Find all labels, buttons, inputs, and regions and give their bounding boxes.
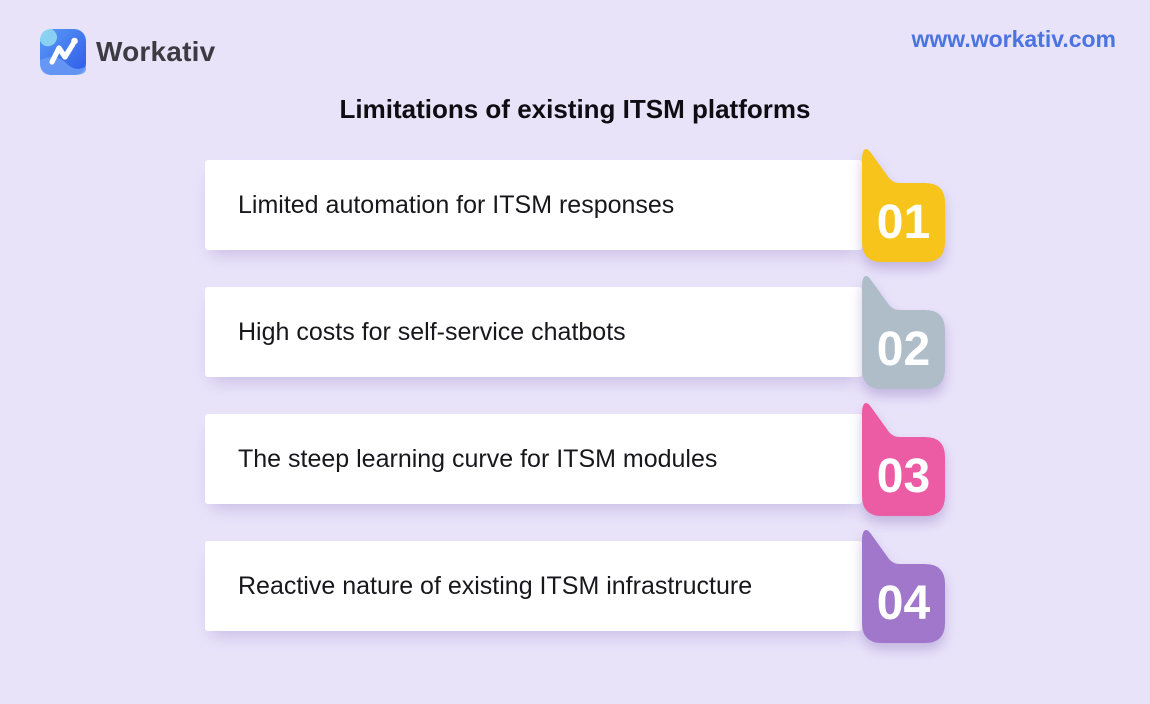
limitation-label: Reactive nature of existing ITSM infrast… xyxy=(238,571,753,600)
speech-bubble-icon xyxy=(862,149,945,262)
limitation-card-4: Reactive nature of existing ITSM infrast… xyxy=(205,541,862,631)
list-item: Reactive nature of existing ITSM infrast… xyxy=(205,530,945,656)
limitation-label: The steep learning curve for ITSM module… xyxy=(238,444,718,473)
step-number: 03 xyxy=(876,450,931,503)
step-badge-1: 01 xyxy=(862,147,945,262)
workativ-logo-icon xyxy=(40,29,86,75)
limitation-card-3: The steep learning curve for ITSM module… xyxy=(205,414,862,504)
step-badge-3: 03 xyxy=(862,401,945,516)
step-badge-2: 02 xyxy=(862,274,945,389)
website-link[interactable]: www.workativ.com xyxy=(911,26,1117,52)
limitation-card-2: High costs for self-service chatbots xyxy=(205,287,862,377)
limitation-label: Limited automation for ITSM responses xyxy=(238,190,675,219)
list-item: Limited automation for ITSM responses 01 xyxy=(205,149,945,275)
speech-bubble-icon xyxy=(862,276,945,389)
limitation-card-1: Limited automation for ITSM responses xyxy=(205,160,862,250)
step-badge-4: 04 xyxy=(862,528,945,643)
brand-name: Workativ xyxy=(96,36,216,67)
list-item: High costs for self-service chatbots 02 xyxy=(205,276,945,402)
step-number: 01 xyxy=(876,196,931,249)
limitation-label: High costs for self-service chatbots xyxy=(238,317,626,346)
speech-bubble-icon xyxy=(862,403,945,516)
page-title: Limitations of existing ITSM platforms xyxy=(339,94,811,124)
step-number: 02 xyxy=(876,323,931,376)
speech-bubble-icon xyxy=(862,530,945,643)
step-number: 04 xyxy=(876,577,931,630)
list-item: The steep learning curve for ITSM module… xyxy=(205,403,945,529)
